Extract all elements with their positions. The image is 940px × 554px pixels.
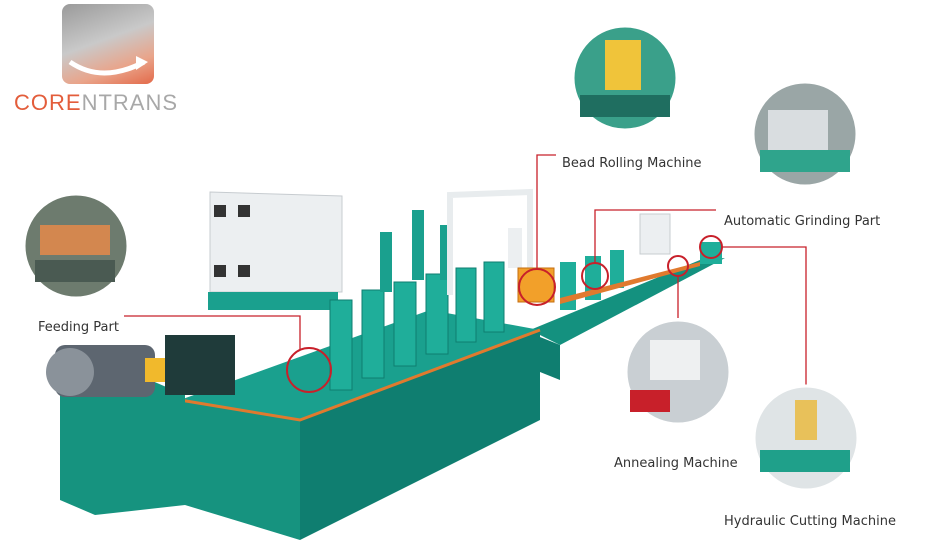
thumb-top-1 [571, 24, 679, 132]
cutting-unit [700, 242, 722, 264]
label-bead-rolling: Bead Rolling Machine [562, 156, 702, 171]
logo-mark [62, 4, 154, 84]
thumb-annealing [624, 318, 732, 426]
leader-grinding [594, 209, 716, 263]
cabinet-front [209, 191, 343, 293]
cabinet-stand [208, 292, 338, 310]
thumb-feeding [22, 192, 130, 300]
thumb-cutting [752, 384, 860, 492]
leader-cutting [722, 246, 807, 385]
forming-stands [329, 261, 505, 391]
orange-trim [179, 328, 541, 422]
line-base-far [530, 258, 725, 345]
cabinet-fan-4 [238, 265, 250, 277]
logo-text: CORENTRANS [14, 90, 178, 116]
callout-circle-feeding [286, 347, 332, 393]
logo-text-ntrans: NTRANS [81, 90, 179, 115]
label-annealing: Annealing Machine [614, 456, 738, 471]
leader-feeding [124, 315, 301, 350]
control-box [508, 228, 522, 268]
cabinet-fan-2 [238, 205, 250, 217]
gearbox [165, 335, 235, 395]
white-frame [447, 188, 533, 295]
orange-rail [560, 262, 700, 304]
callout-lines [124, 154, 807, 385]
label-feeding: Feeding Part [38, 320, 119, 335]
line-base-mid [535, 335, 560, 380]
motor-coupling [145, 358, 165, 382]
motor-end [46, 348, 94, 396]
main-base-front [180, 400, 300, 540]
motor-stand [60, 380, 185, 515]
stand-uprights [380, 210, 452, 292]
logo-text-core: CORE [14, 90, 82, 115]
cabinet-fan-3 [214, 265, 226, 277]
leader-bead [536, 154, 556, 270]
corentrans-logo: CORENTRANS [10, 4, 210, 116]
callout-circles [286, 235, 723, 393]
main-base-side [300, 330, 540, 540]
grinding-cabinet [639, 213, 671, 255]
main-base-top [180, 310, 540, 420]
label-hydraulic-cutting: Hydraulic Cutting Machine [724, 514, 896, 529]
cabinet-fan-1 [214, 205, 226, 217]
label-automatic-grinding: Automatic Grinding Part [724, 214, 881, 229]
thumb-top-2 [751, 80, 859, 188]
